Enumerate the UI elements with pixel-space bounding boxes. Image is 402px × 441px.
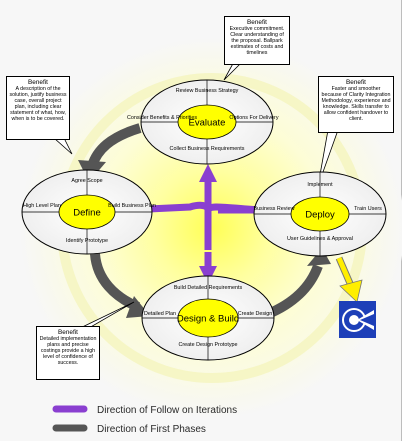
phase-deploy-bottom: User Guidelines & Approval: [287, 236, 353, 242]
phase-deploy: Deploy Implement Business Review Train U…: [253, 171, 387, 257]
phase-deploy-right: Train Users: [354, 206, 382, 212]
phase-design-core: [177, 298, 239, 338]
phase-design-label: Design & Build: [177, 314, 239, 325]
phase-define-core: [58, 194, 116, 230]
phase-design: Design & Build Build Detailed Requiremen…: [141, 275, 275, 361]
phase-design-right: Create Design: [238, 311, 272, 317]
callout-evaluate-title: Benefit: [247, 19, 267, 26]
arrowhead-iter-down: [199, 266, 217, 284]
phase-evaluate-label: Evaluate: [189, 118, 226, 129]
callout-define-title: Benefit: [28, 79, 48, 86]
target-logo-icon: [339, 301, 376, 338]
phase-deploy-label: Deploy: [305, 210, 335, 221]
phase-define-top: Agree Scope: [71, 178, 102, 184]
legend-first-phases-label: Direction of First Phases: [97, 424, 206, 435]
callout-evaluate: Benefit Executive commitment. Clear unde…: [224, 16, 290, 65]
phase-deploy-left: Business Review: [253, 206, 294, 212]
phase-design-top: Build Detailed Requirements: [174, 285, 243, 291]
callout-define-text: A description of the solution, justify b…: [9, 86, 67, 123]
phase-define-label: Define: [73, 208, 100, 219]
callout-design-title: Benefit: [58, 329, 78, 336]
phase-define-right: Build Business Plan: [108, 203, 156, 209]
arrowhead-deploy: [307, 248, 331, 266]
phase-evaluate: Evaluate Review Business Strategy Consid…: [127, 79, 279, 165]
arrowhead-iter-up: [199, 164, 217, 182]
callout-define: Benefit A description of the solution, j…: [6, 76, 70, 140]
legend-iterations-label: Direction of Follow on Iterations: [97, 405, 237, 416]
callout-deploy-title: Benefit: [346, 79, 366, 86]
phase-deploy-top: Implement: [307, 182, 333, 188]
phase-evaluate-core: [177, 104, 237, 140]
phase-define-left: High Level Plan: [23, 203, 61, 209]
phase-evaluate-right: Options For Delivery: [229, 115, 278, 121]
phase-design-bottom: Create Design Prototype: [178, 342, 237, 348]
callout-design: Benefit Detailed implementation plans an…: [36, 326, 100, 380]
callout-evaluate-text: Executive commitment. Clear understandin…: [229, 26, 285, 57]
phase-define-bottom: Identify Prototype: [66, 238, 108, 244]
phase-evaluate-top: Review Business Strategy: [176, 88, 239, 94]
phase-evaluate-bottom: Collect Business Requirements: [170, 146, 245, 152]
arrow-design-to-deploy: [265, 264, 323, 319]
phase-evaluate-left: Consider Benefits & Priorities: [127, 115, 197, 121]
callout-deploy: Benefit Faster and smoother because of C…: [318, 76, 394, 133]
phase-design-left: Detailed Plan: [144, 311, 176, 317]
legend: Direction of Follow on Iterations Direct…: [52, 405, 237, 435]
callout-design-text: Detailed implementation plans and precis…: [39, 336, 97, 367]
phase-define: Define Agree Scope High Level Plan Build…: [21, 169, 156, 255]
phase-deploy-core: [290, 196, 350, 232]
callout-deploy-text: Faster and smoother because of Clarity I…: [321, 86, 391, 123]
output-arrow: [335, 256, 363, 303]
